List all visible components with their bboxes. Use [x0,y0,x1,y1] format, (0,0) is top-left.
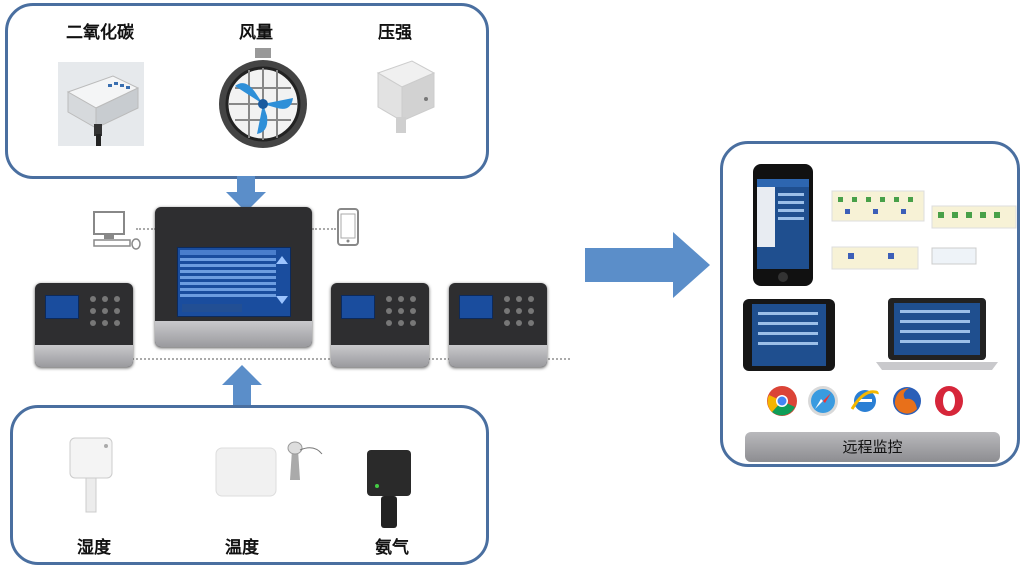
internet-explorer-icon [850,390,880,412]
small-controller [331,283,429,367]
opera-icon [935,386,963,416]
airflow-fan-icon [219,48,307,148]
main-controller [155,207,312,347]
connection-line [136,228,156,230]
sensor-label-pressure: 压强 [378,23,412,43]
temperature-sensor-icon [215,441,323,497]
controller-screen [459,295,493,319]
sensor-label-ammonia: 氨气 [375,538,409,558]
arrow-right-icon [585,232,710,298]
pressure-sensor-icon [376,60,436,133]
schematic-diagram-icon [831,190,925,270]
schematic-diagram-icon [931,205,1017,265]
small-controller [35,283,133,367]
controller-base [449,345,547,367]
safari-icon [808,386,838,416]
sensor-label-humidity: 湿度 [77,538,111,558]
controller-screen [341,295,375,319]
computer-icon [93,211,141,250]
small-controller [449,283,547,367]
sensor-label-airflow: 风量 [239,23,273,43]
arrow-up-icon [222,365,262,407]
keypad-icon [90,296,120,326]
tablet-icon [743,299,835,371]
connection-line [40,358,570,360]
remote-monitoring-label: 远程监控 [745,432,1000,462]
smartphone-icon [753,164,813,286]
co2-sensor-icon [58,62,144,146]
sensor-label-temperature: 温度 [225,538,259,558]
laptop-icon [876,298,998,370]
keypad-icon [504,296,534,326]
screen-table-icon [180,250,288,312]
sensor-label-co2: 二氧化碳 [66,23,134,43]
chrome-icon [767,386,797,416]
controller-screen [177,247,291,317]
humidity-sensor-icon [69,437,113,513]
controller-base [331,345,429,367]
controller-base [155,321,312,347]
firefox-icon [893,387,921,415]
connection-line [312,228,336,230]
ammonia-sensor-icon [367,450,411,528]
arrow-down-icon [226,176,266,212]
controller-screen [45,295,79,319]
controller-base [35,345,133,367]
phone-icon [337,208,359,246]
keypad-icon [386,296,416,326]
